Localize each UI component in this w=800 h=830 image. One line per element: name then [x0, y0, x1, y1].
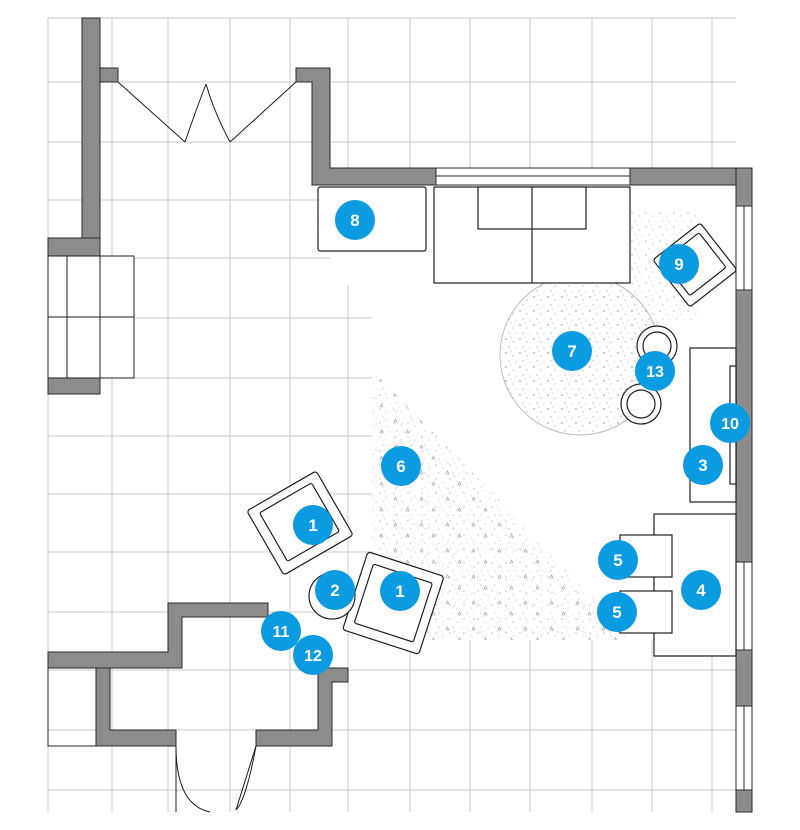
marker-circle: [710, 403, 750, 443]
marker-circle: [598, 540, 638, 580]
marker-accent-chair: 9: [659, 244, 699, 284]
ottoman-bottom-inner: [626, 389, 656, 419]
marker-circle: [683, 445, 723, 485]
marker-stool-top: 5: [598, 540, 638, 580]
marker-circle: [635, 351, 675, 391]
marker-label: 12: [304, 648, 322, 665]
marker-circle: [552, 331, 592, 371]
marker-rug-triangle: 6: [381, 446, 421, 486]
marker-wall-art: 10: [710, 403, 750, 443]
marker-ottomans: 13: [635, 351, 675, 391]
marker-side-table: 2: [315, 570, 355, 610]
marker-circle: [261, 611, 301, 651]
marker-label: 5: [612, 603, 621, 622]
marker-label: 8: [350, 211, 359, 230]
marker-label: 11: [273, 624, 290, 641]
marker-circle: [293, 635, 333, 675]
marker-label: 9: [674, 255, 683, 274]
marker-chair-right: 1: [380, 571, 420, 611]
triangle-rug: [372, 370, 636, 640]
walls: [47, 17, 753, 813]
marker-label: 1: [395, 582, 404, 601]
marker-circle: [681, 570, 721, 610]
marker-desk: 4: [681, 570, 721, 610]
marker-label: 7: [567, 342, 576, 361]
sofa-shape: [433, 186, 631, 284]
marker-circle: [659, 244, 699, 284]
marker-label: 13: [646, 364, 664, 381]
windows: [47, 167, 753, 791]
marker-rug-round: 7: [552, 331, 592, 371]
marker-circle: [597, 592, 637, 632]
marker-circle: [315, 570, 355, 610]
marker-label: 10: [721, 416, 739, 433]
marker-label: 4: [696, 581, 706, 600]
marker-label: 2: [330, 581, 339, 600]
marker-chair-left: 1: [293, 505, 333, 545]
marker-label: 3: [698, 456, 707, 475]
marker-plant: 12: [293, 635, 333, 675]
marker-console: 3: [683, 445, 723, 485]
marker-label: 5: [613, 551, 622, 570]
marker-stool-bottom: 5: [597, 592, 637, 632]
marker-lamp: 11: [261, 611, 301, 651]
built-in-shelves: [47, 255, 135, 379]
marker-circle: [293, 505, 333, 545]
marker-label: 6: [396, 457, 405, 476]
marker-bench: 8: [335, 200, 375, 240]
marker-circle: [335, 200, 375, 240]
doors: [117, 81, 297, 813]
marker-label: 1: [308, 516, 317, 535]
marker-circle: [380, 571, 420, 611]
marker-circle: [381, 446, 421, 486]
